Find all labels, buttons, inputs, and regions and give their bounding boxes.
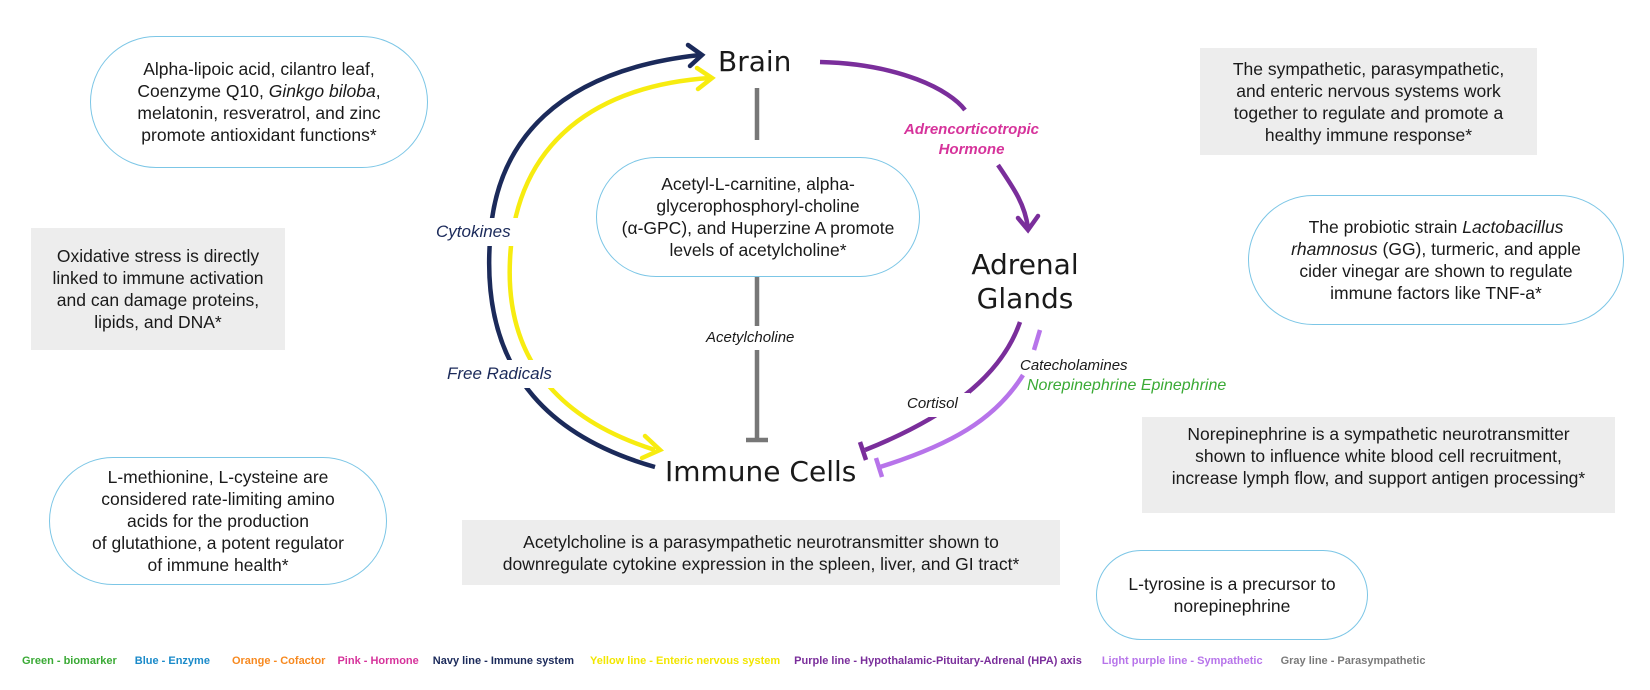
purple-arrowhead-adrenal (1015, 213, 1041, 234)
navy-arrowhead-brain (685, 42, 706, 69)
pill-acetylcholine-support: Acetyl-L-carnitine, alpha- glycerophosph… (596, 157, 920, 277)
label-cortisol: Cortisol (907, 395, 958, 412)
box-oxidative-line: Oxidative stress is directly (56, 246, 260, 266)
box-nervous-line: The sympathetic, parasympathetic, (1232, 58, 1505, 79)
purple-inhibit-bar (857, 441, 869, 461)
box-oxidative-line: lipids, and DNA* (94, 312, 222, 332)
legend-item: Purple line - Hypothalamic-Pituitary-Adr… (794, 655, 1082, 667)
legend-item: Green - biomarker (22, 655, 117, 667)
yellow-arrowhead-immune (639, 433, 665, 461)
pill-ach-line: (α-GPC), and Huperzine A promote (621, 218, 895, 238)
pill-antioxidants: Alpha-lipoic acid, cilantro leaf, Coenzy… (90, 36, 428, 168)
label-cytokines: Cytokines (436, 222, 511, 241)
box-oxidative-line: and can damage proteins, (56, 290, 260, 310)
pill-probiotic-line: The probiotic strain Lactobacillus (1308, 217, 1564, 237)
light-purple-inhibit-bar (873, 457, 885, 478)
legend-item: Yellow line - Enteric nervous system (590, 655, 781, 667)
box-norepinephrine-line: Norepinephrine is a sympathetic neurotra… (1187, 424, 1570, 444)
purple-arc-cortisol (864, 321, 1023, 453)
box-oxidative-line: linked to immune activation (52, 268, 264, 288)
box-acetylcholine-line: downregulate cytokine expression in the … (502, 553, 1020, 574)
node-adrenal-line2: Glands (976, 282, 1074, 315)
light-purple-arc-catecholamines-lower (879, 373, 1025, 470)
label-acth: Adrencorticotropic Hormone (904, 120, 1039, 160)
pill-glutathione-line: of glutathione, a potent regulator (92, 533, 344, 553)
box-norepinephrine: Norepinephrine is a sympathetic neurotra… (1142, 417, 1615, 513)
pill-antioxidants-line: promote antioxidant functions* (141, 125, 377, 145)
node-brain: Brain (718, 45, 792, 78)
pill-glutathione-line: acids for the production (127, 511, 309, 531)
pill-glutathione-line: L-methionine, L-cysteine are (107, 467, 329, 487)
node-immune-cells: Immune Cells (665, 455, 857, 488)
legend-item: Light purple line - Sympathetic (1101, 655, 1263, 667)
label-acth-line2: Hormone (938, 141, 1005, 158)
box-norepinephrine-line: increase lymph flow, and support antigen… (1171, 468, 1586, 488)
box-acetylcholine: Acetylcholine is a parasympathetic neuro… (462, 520, 1060, 585)
legend-item: Blue - Enzyme (134, 655, 210, 667)
light-purple-arc-catecholamines (1031, 329, 1043, 351)
box-nervous-line: healthy immune response* (1264, 124, 1473, 145)
box-nervous-line: and enteric nervous systems work (1236, 80, 1501, 101)
node-adrenal-line1: Adrenal (971, 248, 1079, 281)
pill-antioxidants-line: melatonin, resveratrol, and zinc (137, 103, 381, 123)
pill-ach-line: Acetyl-L-carnitine, alpha- (661, 174, 855, 194)
purple-arc-acth-to-adrenal (996, 163, 1031, 229)
box-nervous-systems: The sympathetic, parasympathetic, and en… (1200, 48, 1537, 155)
legend-item: Navy line - Immune system (432, 655, 574, 667)
yellow-arc-brain-to-immune (507, 75, 711, 453)
box-acetylcholine-line: Acetylcholine is a parasympathetic neuro… (523, 531, 999, 552)
pill-tyrosine-line: L-tyrosine is a precursor to (1128, 574, 1336, 594)
label-norepinephrine-epinephrine: Norepinephrine Epinephrine (1027, 377, 1227, 394)
pill-ach-line: glycerophosphoryl-choline (656, 196, 860, 216)
label-acth-line1: Adrencorticotropic (904, 121, 1040, 138)
purple-arc-brain-to-adrenal (819, 59, 967, 112)
pill-glutathione-line: of immune health* (147, 555, 289, 575)
box-norepinephrine-line: shown to influence white blood cell recr… (1195, 446, 1562, 466)
color-legend: Green - biomarker Blue - Enzyme Orange - C… (22, 655, 1425, 667)
node-adrenal-glands: Adrenal Glands (970, 248, 1080, 316)
pill-ach-line: levels of acetylcholine* (669, 240, 847, 260)
pill-tyrosine-line: norepinephrine (1173, 596, 1291, 616)
pill-probiotic: The probiotic strain Lactobacillus rhamn… (1248, 195, 1624, 325)
label-acetylcholine: Acetylcholine (706, 329, 795, 346)
legend-item: Orange - Cofactor (231, 655, 326, 667)
pill-antioxidants-line: Coenzyme Q10, Ginkgo biloba, (137, 81, 381, 101)
pill-tyrosine: L-tyrosine is a precursor to norepinephr… (1096, 550, 1368, 640)
legend-item: Pink - Hormone (337, 655, 419, 667)
label-free-radicals: Free Radicals (447, 364, 552, 383)
pill-antioxidants-line: Alpha-lipoic acid, cilantro leaf, (143, 59, 375, 79)
yellow-arrowhead-brain (694, 65, 716, 92)
label-catecholamines: Catecholamines (1020, 357, 1128, 374)
pill-probiotic-line: rhamnosus (GG), turmeric, and apple (1291, 239, 1581, 259)
pill-probiotic-line: cider vinegar are shown to regulate (1299, 261, 1573, 281)
box-oxidative-stress: Oxidative stress is directly linked to i… (31, 228, 285, 350)
pill-probiotic-line: immune factors like TNF-a* (1330, 283, 1542, 303)
pill-glutathione: L-methionine, L-cysteine are considered … (49, 457, 387, 585)
box-nervous-line: together to regulate and promote a (1233, 102, 1504, 123)
legend-item: Gray line - Parasympathetic (1280, 655, 1426, 667)
pill-glutathione-line: considered rate-limiting amino (101, 489, 335, 509)
